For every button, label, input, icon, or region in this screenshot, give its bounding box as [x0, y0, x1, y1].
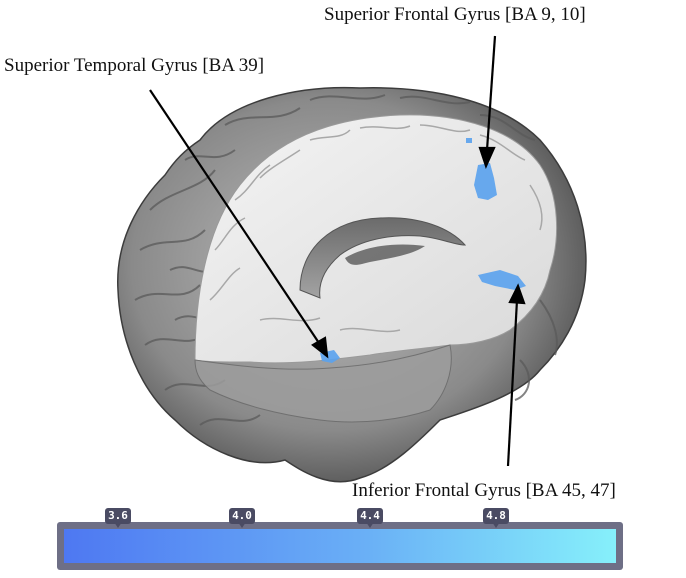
activation-superior-frontal-small — [466, 138, 472, 143]
colorbar-tick-4-4: 4.4 — [357, 508, 383, 528]
arrowhead-inferior-frontal — [508, 283, 526, 305]
activation-inferior-frontal — [478, 270, 526, 290]
ventricle — [345, 244, 425, 265]
inferior-frontal-gyrus-label: Inferior Frontal Gyrus [BA 45, 47] — [352, 480, 616, 501]
colorbar-tick-label: 4.8 — [483, 508, 509, 524]
tick-pointer — [238, 522, 246, 528]
cut-surface-folds — [209, 124, 543, 333]
activation-blobs — [320, 138, 526, 363]
colorbar-tick-label: 3.6 — [105, 508, 131, 524]
colorbar-gradient — [64, 529, 616, 563]
colorbar — [57, 522, 623, 570]
lower-cut-region — [194, 344, 452, 423]
arrow-superior-temporal — [149, 89, 320, 344]
arrowhead-superior-frontal — [478, 146, 496, 170]
colorbar-tick-4-0: 4.0 — [229, 508, 255, 528]
corpus-callosum — [299, 217, 467, 299]
annotation-arrows — [149, 35, 526, 467]
arrow-superior-frontal — [485, 35, 497, 151]
colorbar-tick-4-8: 4.8 — [483, 508, 509, 528]
arrowhead-superior-temporal — [311, 336, 329, 359]
gyri-texture — [134, 94, 558, 426]
superior-temporal-gyrus-label: Superior Temporal Gyrus [BA 39] — [4, 55, 265, 76]
tick-pointer — [492, 522, 500, 528]
tick-pointer — [366, 522, 374, 528]
colorbar-tick-3-6: 3.6 — [105, 508, 131, 528]
colorbar-tick-label: 4.4 — [357, 508, 383, 524]
superior-frontal-gyrus-label: Superior Frontal Gyrus [BA 9, 10] — [324, 4, 586, 25]
activation-superior-frontal — [474, 163, 497, 200]
tick-pointer — [114, 522, 122, 528]
colorbar-tick-label: 4.0 — [229, 508, 255, 524]
arrow-inferior-frontal — [506, 299, 519, 467]
